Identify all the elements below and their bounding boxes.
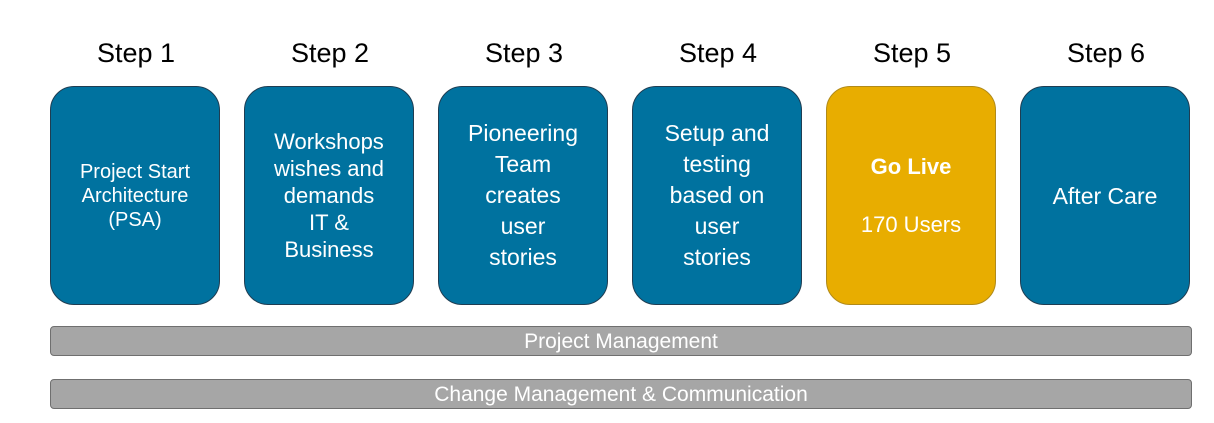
step-3-label: Step 3 [484, 38, 564, 68]
step-2-box: Workshops wishes and demands IT & Busine… [244, 86, 414, 305]
step-2-text: Workshops wishes and demands IT & Busine… [273, 129, 385, 262]
step-4-text: Setup and testing based on user stories [664, 120, 770, 270]
step-3-text: Pioneering Team creates user stories [468, 120, 578, 270]
step-6-box: After Care [1020, 86, 1190, 305]
step-5: Step 5 Go Live 170 Users [826, 0, 998, 310]
change-management-bar: Change Management & Communication [50, 379, 1192, 409]
project-management-bar: Project Management [50, 326, 1192, 356]
step-1-text: Project Start Architecture (PSA) [79, 160, 191, 231]
step-2: Step 2 Workshops wishes and demands IT &… [244, 0, 416, 310]
step-1-box: Project Start Architecture (PSA) [50, 86, 220, 305]
step-4-box: Setup and testing based on user stories [632, 86, 802, 305]
step-1: Step 1 Project Start Architecture (PSA) [50, 0, 222, 310]
step-5-label: Step 5 [872, 38, 952, 68]
step-4-label: Step 4 [678, 38, 758, 68]
step-6: Step 6 After Care [1020, 0, 1192, 310]
step-6-text: After Care [1052, 182, 1158, 209]
step-1-label: Step 1 [96, 38, 176, 68]
step-3-box: Pioneering Team creates user stories [438, 86, 608, 305]
go-live-users: 170 Users [860, 211, 962, 237]
step-3: Step 3 Pioneering Team creates user stor… [438, 0, 610, 310]
go-live-title: Go Live [870, 153, 952, 179]
step-2-label: Step 2 [290, 38, 370, 68]
step-5-box: Go Live 170 Users [826, 86, 996, 305]
step-4: Step 4 Setup and testing based on user s… [632, 0, 804, 310]
step-6-label: Step 6 [1066, 38, 1146, 68]
